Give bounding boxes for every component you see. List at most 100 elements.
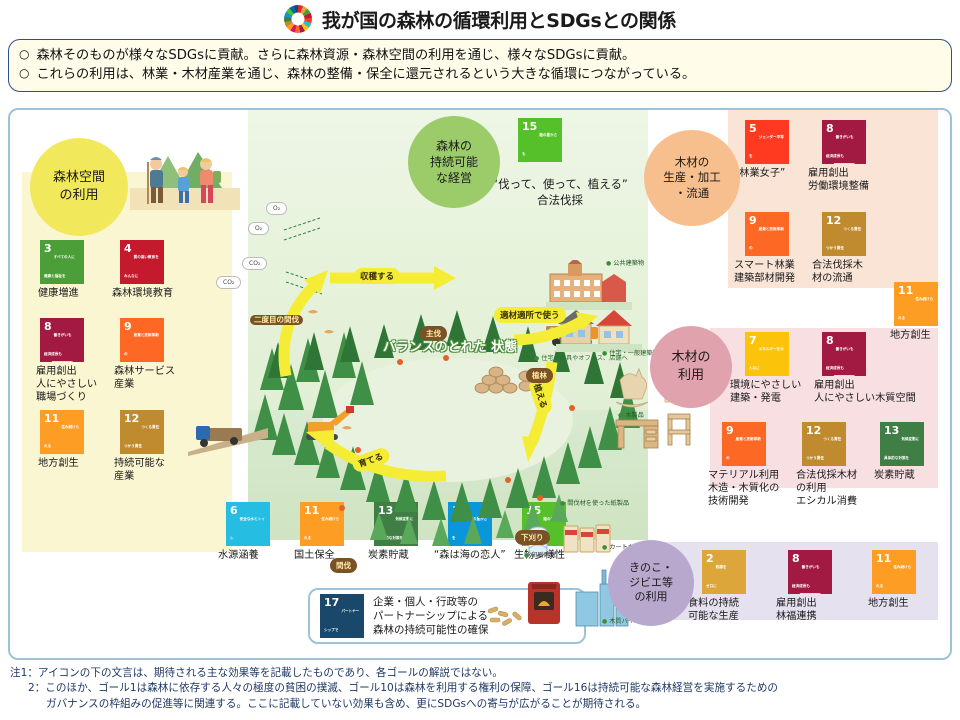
- footnote-1: 注1：アイコンの下の文言は、期待される主な効果等を記載したものであり、各ゴールの…: [10, 667, 503, 679]
- summary-line-1: ○ 森林そのものが様々なSDGsに貢献。さらに森林資源・森林空間の利用を通じ、様…: [19, 46, 941, 65]
- sdg-goal-text: 陸の豊かさも 守ろう: [522, 133, 558, 156]
- sdg-caption-14-forest-itself: “森は海の恋人”: [434, 550, 506, 561]
- to-housing-office-label: 住宅・家具やオフィス、店舗へ: [534, 353, 628, 362]
- sdg-number: 9: [124, 320, 132, 333]
- bubble-forest-space: 森林空間 の利用: [30, 138, 128, 236]
- bubble-wood-use-label: 木材の 利用: [671, 350, 711, 383]
- sdg-number: 4: [124, 242, 132, 255]
- sdg-caption-9-wood-production: スマート林業 建築部材開発: [734, 260, 796, 284]
- balanced-state-label: バランスのとれた 状態: [382, 340, 518, 355]
- sdg-tile-4-forest-space: 4 質の高い教育を みんなに 📖: [120, 240, 164, 284]
- sdg-tile-2-mushroom-game: 2 飢餓を ゼロに 🍲: [702, 550, 746, 594]
- sdg-caption-8-wood-production: 雇用創出 労働環境整備: [808, 168, 870, 192]
- bubble-sustainable-management-label: 森林の 持続可能 な経営: [429, 138, 478, 186]
- sdg-caption-11-wood-production: 地方創生: [890, 330, 931, 341]
- sdg-tile-12-forest-space: 12 つくる責任 つかう責任 ∞: [120, 410, 164, 454]
- public-building-illustration: [546, 258, 632, 310]
- paper-products-illustration: [522, 518, 632, 564]
- sdg-number: 5: [749, 122, 757, 135]
- sdg-caption-8-wood-use: 雇用創出 人にやさしい木質空間: [814, 380, 916, 404]
- sdg-goal-text: 働きがいも 経済成長も: [826, 135, 854, 158]
- sdg-goal-text: 働きがいも 経済成長も: [826, 347, 854, 370]
- bubble-mushroom-game-label: きのこ・ ジビエ等 の利用: [629, 560, 673, 604]
- sdg-goal-text: パートナーシップで 目標を達成しよう: [324, 609, 360, 632]
- sdg-caption-6-forest-itself: 水源涵養: [218, 550, 259, 561]
- infinity-icon: ∞: [826, 254, 863, 256]
- sdg-tile-7-wood-use: 7 エネルギーをみんなに そしてクリーンに ☀: [745, 332, 789, 376]
- sdg-tile-12-wood-use: 12 つくる責任 つかう責任 ∞: [802, 422, 846, 466]
- growth-chart-icon: 📈: [826, 374, 863, 376]
- stage-label-second-thinning: 二度目の間伐: [250, 315, 303, 325]
- sdg-caption-12-wood-use: 合法伐採木材 の利用 エシカル消費: [796, 470, 858, 507]
- sdg-goal-text: 住み続けられる まちづくりを: [304, 517, 340, 540]
- sdg-caption-4-forest-space: 森林環境教育: [112, 288, 174, 299]
- sdg-number: 13: [884, 424, 900, 437]
- sdg-caption-3-forest-space: 健康増進: [38, 288, 79, 299]
- bubble-wood-production: 木材の 生産・加工 ・流通: [644, 130, 740, 226]
- sdg-number: 11: [44, 412, 60, 425]
- sdg-goal-text: つくる責任 つかう責任: [826, 227, 862, 250]
- sdg-goal-text: すべての人に 健康と福祉を: [44, 255, 75, 278]
- footnote-2: 2：このほか、ゴール1は森林に依存する人々の極度の貧困の撲滅、ゴール10は森林を…: [28, 682, 779, 695]
- o2-cloud-2: O₂: [248, 222, 270, 235]
- printing-paper-label: 印刷用紙: [524, 550, 556, 559]
- sdg-number: 11: [304, 504, 320, 517]
- sdg-tile-15-sustainable-mgmt: 15 陸の豊かさも 守ろう 🌳: [518, 118, 562, 162]
- sdg-number: 15: [522, 120, 538, 133]
- sdg-tile-5-wood-production: 5 ジェンダー平等を 実現しよう ⚥: [745, 120, 789, 164]
- climate-eye-icon: ◉: [884, 464, 921, 466]
- open-book-icon: 📖: [124, 282, 161, 284]
- growth-chart-icon: 📈: [44, 360, 81, 362]
- sdg-goal-text: 働きがいも 経済成長も: [44, 333, 72, 356]
- cycle-arrow-grow: [306, 430, 447, 482]
- sdg-goal-text: 気候変動に 具体的な対策を: [884, 437, 920, 460]
- bubble-wood-use: 木材の 利用: [650, 326, 732, 408]
- sdg-number: 6: [230, 504, 238, 517]
- partnership-text: 企業・個人・行政等の パートナーシップによる 森林の持続可能性の確保: [373, 595, 489, 637]
- sdg-number: 11: [898, 284, 914, 297]
- cycle-arrow-use: [513, 312, 598, 346]
- sdg-caption-12-wood-production: 合法伐採木 材の流通: [812, 260, 863, 284]
- summary-line-2: ○ これらの利用は、林業・木材産業を通じ、森林の整備・保全に還元されるという大き…: [19, 65, 941, 84]
- footnotes: 注1：アイコンの下の文言は、期待される主な効果等を記載したものであり、各ゴールの…: [10, 666, 950, 712]
- sdg-color-wheel-icon: [283, 5, 312, 33]
- bubble-mushroom-game: きのこ・ ジビエ等 の利用: [608, 540, 694, 626]
- sdg-goal-text: 住み続けられる まちづくりを: [44, 425, 80, 448]
- summary-text-2: これらの利用は、林業・木材産業を通じ、森林の整備・保全に還元されるという大きな循…: [36, 67, 696, 83]
- sdg-goal-text: 質の高い教育を みんなに: [124, 255, 159, 278]
- sdg-tile-9-forest-space: 9 産業と技術革新の 基盤をつくろう ◧: [120, 318, 164, 362]
- sdg-goal-text: 飢餓を ゼロに: [706, 565, 727, 588]
- main-diagram-panel: O₂ O₂ CO₂ CO₂: [8, 108, 952, 660]
- footnote-2-cont: ガバナンスの枠組みの促進等に関連する。ここに記載していない効果も含め、更にSDG…: [46, 697, 647, 710]
- house-illustration: [556, 306, 642, 352]
- sdg-goal-text: つくる責任 つかう責任: [124, 425, 160, 448]
- slogan-text: “伐って、使って、植える” 合法伐採: [492, 177, 628, 208]
- sdg-caption-8-mushroom-game: 雇用創出 林福連携: [776, 598, 817, 622]
- stage-label-thinning: 間伐: [330, 558, 357, 573]
- sdg-tile-8-forest-space: 8 働きがいも 経済成長も 📈: [40, 318, 84, 362]
- sdg-caption-2-mushroom-game: 食料の持続 可能な生産: [688, 598, 739, 622]
- residential-building-label: 住宅・一般建築物: [602, 348, 659, 357]
- sdg-caption-5-wood-production: “林業女子”: [734, 168, 786, 179]
- sdg-caption-12-forest-space: 持続可能な 産業: [114, 458, 165, 482]
- sdg-number: 13: [378, 504, 394, 517]
- sdg-number: 8: [826, 122, 834, 135]
- sdg-number: 7: [749, 334, 757, 347]
- sdg-tile-11-forest-itself: 11 住み続けられる まちづくりを 🏙: [300, 502, 344, 546]
- sdg-goal-text: つくる責任 つかう責任: [806, 437, 842, 460]
- co2-cloud-2: CO₂: [216, 276, 242, 289]
- sdg-tile-8-wood-production: 8 働きがいも 経済成長も 📈: [822, 120, 866, 164]
- o2-cloud-1: O₂: [266, 202, 288, 215]
- sdg-caption-11-mushroom-game: 地方創生: [868, 598, 909, 609]
- bubble-wood-production-label: 木材の 生産・加工 ・流通: [663, 154, 721, 200]
- sdg-caption-13-wood-use: 炭素貯蔵: [874, 470, 915, 481]
- cycle-label-use: 適材適所で使う: [494, 307, 566, 323]
- sdg-tile-3-forest-space: 3 すべての人に 健康と福祉を ♥: [40, 240, 84, 284]
- sdg-tile-8-wood-use: 8 働きがいも 経済成長も 📈: [822, 332, 866, 376]
- sdg-tile-6-forest-itself: 6 安全な水とトイレ を世界中に 💧: [226, 502, 270, 546]
- sdg-tile-9-wood-use: 9 産業と技術革新の 基盤をつくろう ◧: [722, 422, 766, 466]
- sdg-tile-13-wood-use: 13 気候変動に 具体的な対策を ◉: [880, 422, 924, 466]
- sdg-goal-text: 住み続けられる まちづくりを: [876, 565, 912, 588]
- sdg-tile-11-wood-production: 11 住み続けられる まちづくりを 🏙: [894, 282, 938, 326]
- sdg-tile-9-wood-production: 9 産業と技術革新の 基盤をつくろう ◧: [745, 212, 789, 256]
